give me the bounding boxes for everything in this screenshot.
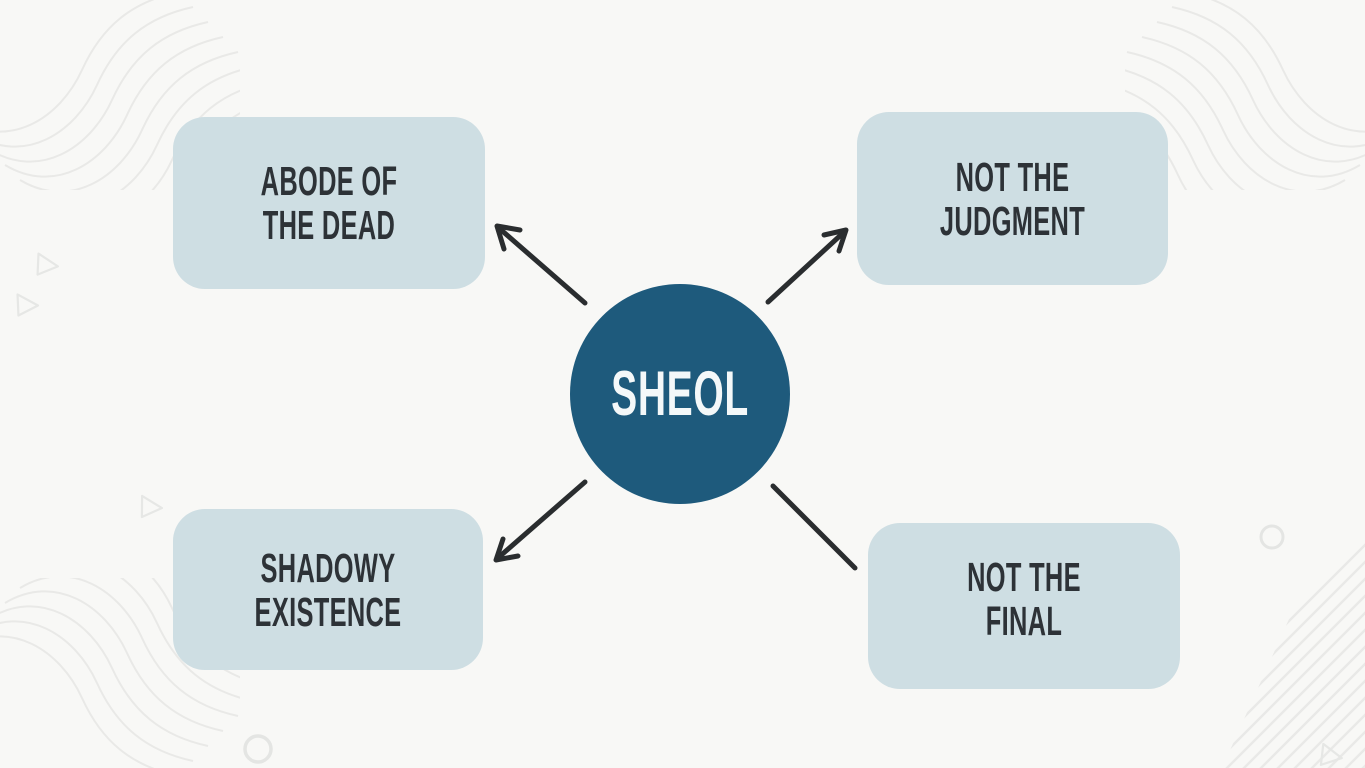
arrow-center-to-top-right — [765, 227, 849, 305]
deco-circle — [243, 734, 273, 764]
center-node-label: SHEOL — [611, 359, 749, 429]
node-label: ABODE OF THE DEAD — [260, 158, 398, 248]
node-shadowy-existence: SHADOWY EXISTENCE — [173, 509, 483, 670]
node-abode-of-the-dead: ABODE OF THE DEAD — [173, 117, 485, 289]
node-not-the-judgment: NOT THE JUDGMENT — [857, 112, 1168, 285]
node-label: SHADOWY EXISTENCE — [254, 544, 402, 635]
line-center-to-bottom-right — [770, 483, 858, 571]
node-label: NOT THE JUDGMENT — [939, 153, 1086, 244]
arrow-center-to-top-left — [494, 223, 588, 306]
node-not-the-final: NOT THE FINAL — [868, 523, 1180, 689]
arrow-center-to-bottom-left — [493, 479, 588, 563]
deco-circle — [1259, 524, 1285, 550]
center-node-sheol: SHEOL — [570, 284, 790, 504]
node-label: NOT THE FINAL — [967, 554, 1081, 644]
